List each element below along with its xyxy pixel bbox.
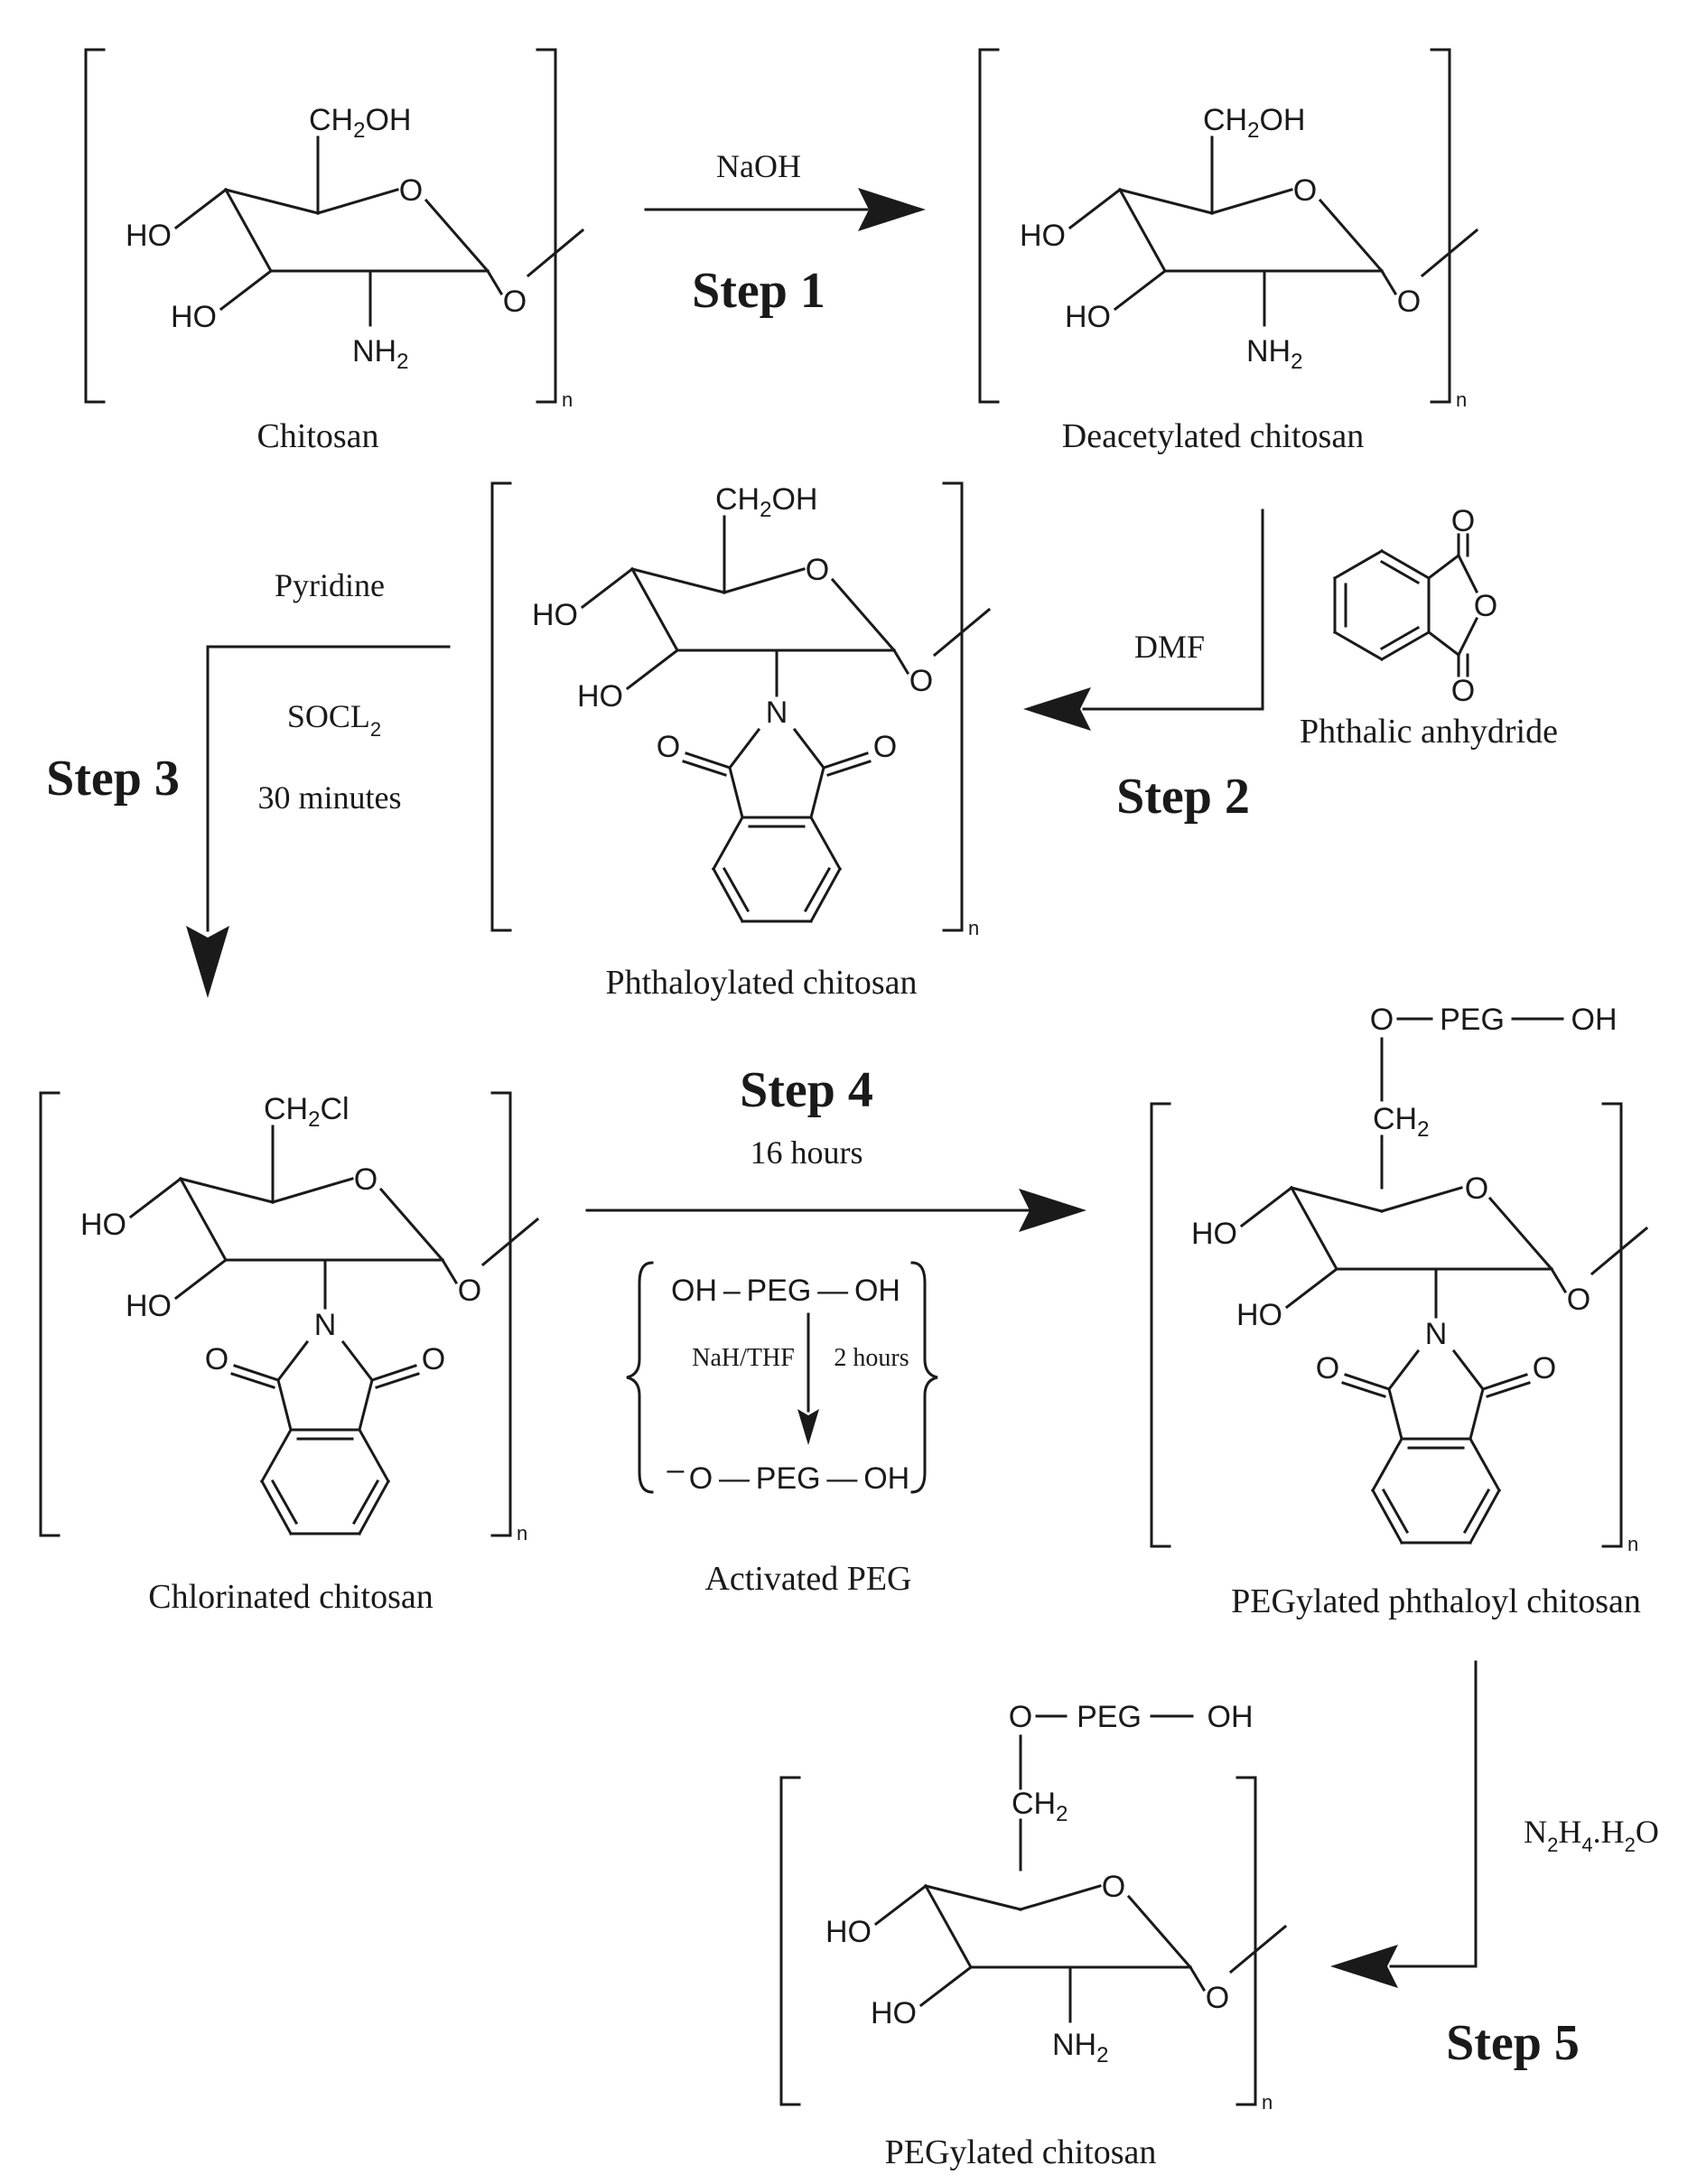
step4-reagent: 16 hours bbox=[751, 1134, 863, 1171]
svg-text:HO: HO bbox=[126, 219, 172, 253]
svg-text:O: O bbox=[1474, 589, 1497, 623]
svg-text:CH2: CH2 bbox=[1373, 1102, 1429, 1142]
svg-text:O: O bbox=[1206, 1981, 1229, 2015]
phthalic-anhydride-structure: O O O bbox=[1332, 504, 1497, 708]
deacetylated-chitosan-structure: n CH2OH O HO HO NH2 O bbox=[978, 48, 1479, 411]
svg-text:HO: HO bbox=[1065, 300, 1111, 334]
step2-reagent: DMF bbox=[1134, 629, 1205, 665]
activation-time-label: 2 hours bbox=[834, 1344, 909, 1372]
svg-text:O: O bbox=[1370, 1003, 1394, 1037]
svg-text:O: O bbox=[458, 1274, 481, 1308]
svg-text:n: n bbox=[517, 1522, 527, 1545]
svg-text:O: O bbox=[873, 730, 897, 764]
step3-reagent-pyridine: Pyridine bbox=[275, 567, 385, 603]
svg-text:O: O bbox=[1009, 1700, 1032, 1734]
step2-label: Step 2 bbox=[1116, 769, 1250, 825]
svg-text:N: N bbox=[314, 1308, 337, 1342]
step3-reagent-socl2: SOCL2 bbox=[287, 698, 381, 741]
svg-text:O: O bbox=[1451, 674, 1475, 708]
svg-text:CH2: CH2 bbox=[1012, 1787, 1068, 1826]
step3-arrow bbox=[186, 645, 451, 998]
svg-text:O: O bbox=[657, 730, 680, 764]
svg-text:HO: HO bbox=[126, 1289, 172, 1323]
chitosan-structure: n CH2OH O HO HO NH2 O bbox=[84, 48, 585, 411]
step3-label: Step 3 bbox=[46, 751, 180, 807]
svg-text:O: O bbox=[806, 553, 829, 587]
svg-text:CH2OH: CH2OH bbox=[309, 103, 411, 143]
svg-text:HO: HO bbox=[532, 598, 578, 632]
step3-reagent-time: 30 minutes bbox=[258, 779, 402, 816]
svg-text:OH: OH bbox=[1207, 1700, 1254, 1734]
svg-text:O: O bbox=[1397, 285, 1421, 319]
step5-reagent: N2H4.H2O bbox=[1524, 1814, 1659, 1856]
svg-text:n: n bbox=[1627, 1533, 1638, 1555]
svg-text:PEG: PEG bbox=[1440, 1003, 1505, 1037]
phthaloylated-chitosan-structure: n CH2OH O HO HO N O O O bbox=[490, 481, 992, 939]
svg-text:OH: OH bbox=[1571, 1003, 1618, 1037]
chlorinated-chitosan-structure: n CH2Cl O HO HO N O O O bbox=[39, 1091, 540, 1545]
phthaloylated-chitosan-caption: Phthaloylated chitosan bbox=[605, 964, 917, 1002]
svg-text:PEG: PEG bbox=[1077, 1700, 1142, 1734]
svg-text:O: O bbox=[399, 173, 423, 208]
step2-arrow bbox=[1023, 509, 1264, 731]
svg-text:NH2: NH2 bbox=[1052, 2028, 1108, 2067]
svg-text:O: O bbox=[1567, 1283, 1590, 1317]
svg-text:CH2OH: CH2OH bbox=[715, 482, 817, 522]
step4-arrow bbox=[585, 1189, 1086, 1232]
svg-text:NH2: NH2 bbox=[1246, 334, 1302, 374]
step1-label: Step 1 bbox=[692, 263, 825, 319]
svg-text:HO: HO bbox=[1020, 219, 1066, 253]
svg-text:N: N bbox=[766, 695, 788, 730]
svg-text:HO: HO bbox=[825, 1915, 872, 1949]
step5-label: Step 5 bbox=[1446, 2015, 1580, 2071]
chlorinated-chitosan-caption: Chlorinated chitosan bbox=[148, 1578, 434, 1616]
phthalic-anhydride-caption: Phthalic anhydride bbox=[1300, 713, 1558, 751]
svg-text:O: O bbox=[1102, 1870, 1125, 1904]
svg-text:CH2OH: CH2OH bbox=[1203, 103, 1305, 143]
svg-text:HO: HO bbox=[80, 1208, 126, 1242]
svg-text:O: O bbox=[1533, 1351, 1556, 1386]
svg-text:O: O bbox=[909, 664, 933, 698]
peg-alkoxide: O — PEG — OH bbox=[689, 1461, 909, 1496]
nah-thf-label: NaH/THF bbox=[692, 1344, 795, 1372]
svg-text:CH2Cl: CH2Cl bbox=[264, 1092, 350, 1132]
peg-diol: OH – PEG — OH bbox=[671, 1274, 900, 1308]
alkoxide-charge: – bbox=[667, 1452, 685, 1487]
pegylated-chitosan-structure: n O PEG OH CH2 O HO HO NH2 O bbox=[779, 1700, 1288, 2114]
activation-arrow bbox=[797, 1312, 819, 1445]
svg-text:O: O bbox=[354, 1162, 378, 1197]
svg-text:O: O bbox=[422, 1342, 445, 1377]
svg-text:O: O bbox=[1293, 173, 1317, 208]
svg-text:HO: HO bbox=[1191, 1217, 1237, 1251]
svg-text:n: n bbox=[562, 388, 573, 411]
svg-text:n: n bbox=[1262, 2091, 1273, 2114]
svg-text:HO: HO bbox=[1236, 1298, 1282, 1332]
svg-text:HO: HO bbox=[871, 1996, 917, 2030]
svg-text:O: O bbox=[1451, 504, 1475, 538]
svg-text:n: n bbox=[968, 917, 979, 939]
pegylated-phthaloyl-chitosan-caption: PEGylated phthaloyl chitosan bbox=[1231, 1582, 1641, 1620]
svg-text:O: O bbox=[503, 285, 527, 319]
svg-text:N: N bbox=[1425, 1317, 1448, 1351]
activated-peg-caption: Activated PEG bbox=[704, 1560, 911, 1598]
step1-reagent: NaOH bbox=[716, 148, 801, 184]
pegylated-phthaloyl-chitosan-structure: n O PEG OH CH2 O bbox=[1150, 1003, 1649, 1555]
chitosan-caption: Chitosan bbox=[256, 417, 378, 455]
svg-text:O: O bbox=[205, 1342, 228, 1377]
svg-text:NH2: NH2 bbox=[352, 334, 408, 374]
step5-arrow bbox=[1330, 1660, 1478, 1988]
svg-text:HO: HO bbox=[577, 679, 623, 714]
activated-peg-box: OH – PEG — OH NaH/THF 2 hours – O — PEG … bbox=[626, 1261, 938, 1496]
svg-text:O: O bbox=[1465, 1171, 1488, 1206]
pegylated-chitosan-caption: PEGylated chitosan bbox=[885, 2133, 1157, 2171]
deacetylated-chitosan-caption: Deacetylated chitosan bbox=[1062, 417, 1364, 455]
step1-arrow bbox=[644, 188, 926, 231]
svg-text:HO: HO bbox=[171, 300, 217, 334]
svg-text:n: n bbox=[1456, 388, 1467, 411]
svg-text:O: O bbox=[1316, 1351, 1339, 1386]
step4-label: Step 4 bbox=[740, 1062, 873, 1118]
